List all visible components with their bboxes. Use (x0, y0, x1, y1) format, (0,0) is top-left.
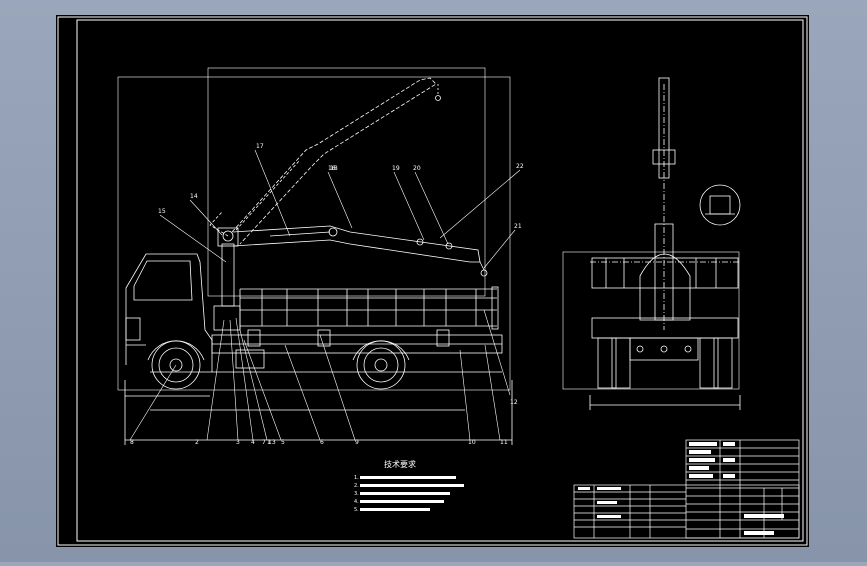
title-block (573, 439, 800, 539)
tech-requirement-line: 2. (354, 483, 359, 489)
leader-label: 20 (413, 165, 421, 172)
leader-label: 7 (262, 439, 266, 446)
tech-requirement-line: 4. (354, 499, 359, 505)
leader-lines (129, 149, 521, 441)
leader-label: 6 (320, 439, 324, 446)
tech-requirements: 技术要求 1. 2. 3. 4. 5. (354, 459, 464, 513)
leader-label: 16 (328, 165, 336, 172)
outer-border (57, 16, 808, 546)
leader-label: 12 (510, 399, 518, 406)
sheet-background (56, 15, 809, 547)
leader-label: 15 (158, 208, 166, 215)
side-view (117, 67, 513, 445)
leader-label: 18 (330, 165, 338, 172)
leader-label: 4 (251, 439, 255, 446)
leader-label: 3 (236, 439, 240, 446)
leader-label: 9 (355, 439, 359, 446)
tech-requirement-line: 5. (354, 507, 359, 513)
leader-label: 2 (195, 439, 199, 446)
tech-requirements-title: 技术要求 (384, 459, 416, 469)
detail-view-circle (699, 184, 741, 226)
leader-labels: 1 2 3 4 5 6 7 8 9 10 11 12 13 14 15 16 1… (130, 143, 524, 446)
leader-label: 17 (256, 143, 264, 150)
front-view (562, 77, 741, 410)
inner-border (76, 19, 804, 542)
tech-requirement-line: 3. (354, 491, 359, 497)
leader-label: 8 (130, 439, 134, 446)
leader-label: 10 (468, 439, 476, 446)
leader-label: 13 (268, 439, 276, 446)
leader-label: 21 (514, 223, 522, 230)
leader-label: 11 (500, 439, 508, 446)
leader-label: 19 (392, 165, 400, 172)
leader-label: 14 (190, 193, 198, 200)
leader-label: 22 (516, 163, 524, 170)
leader-label: 1 (267, 439, 271, 446)
tech-requirement-line: 1. (354, 475, 359, 481)
title-block-fills (578, 442, 784, 535)
leader-label: 5 (281, 439, 285, 446)
